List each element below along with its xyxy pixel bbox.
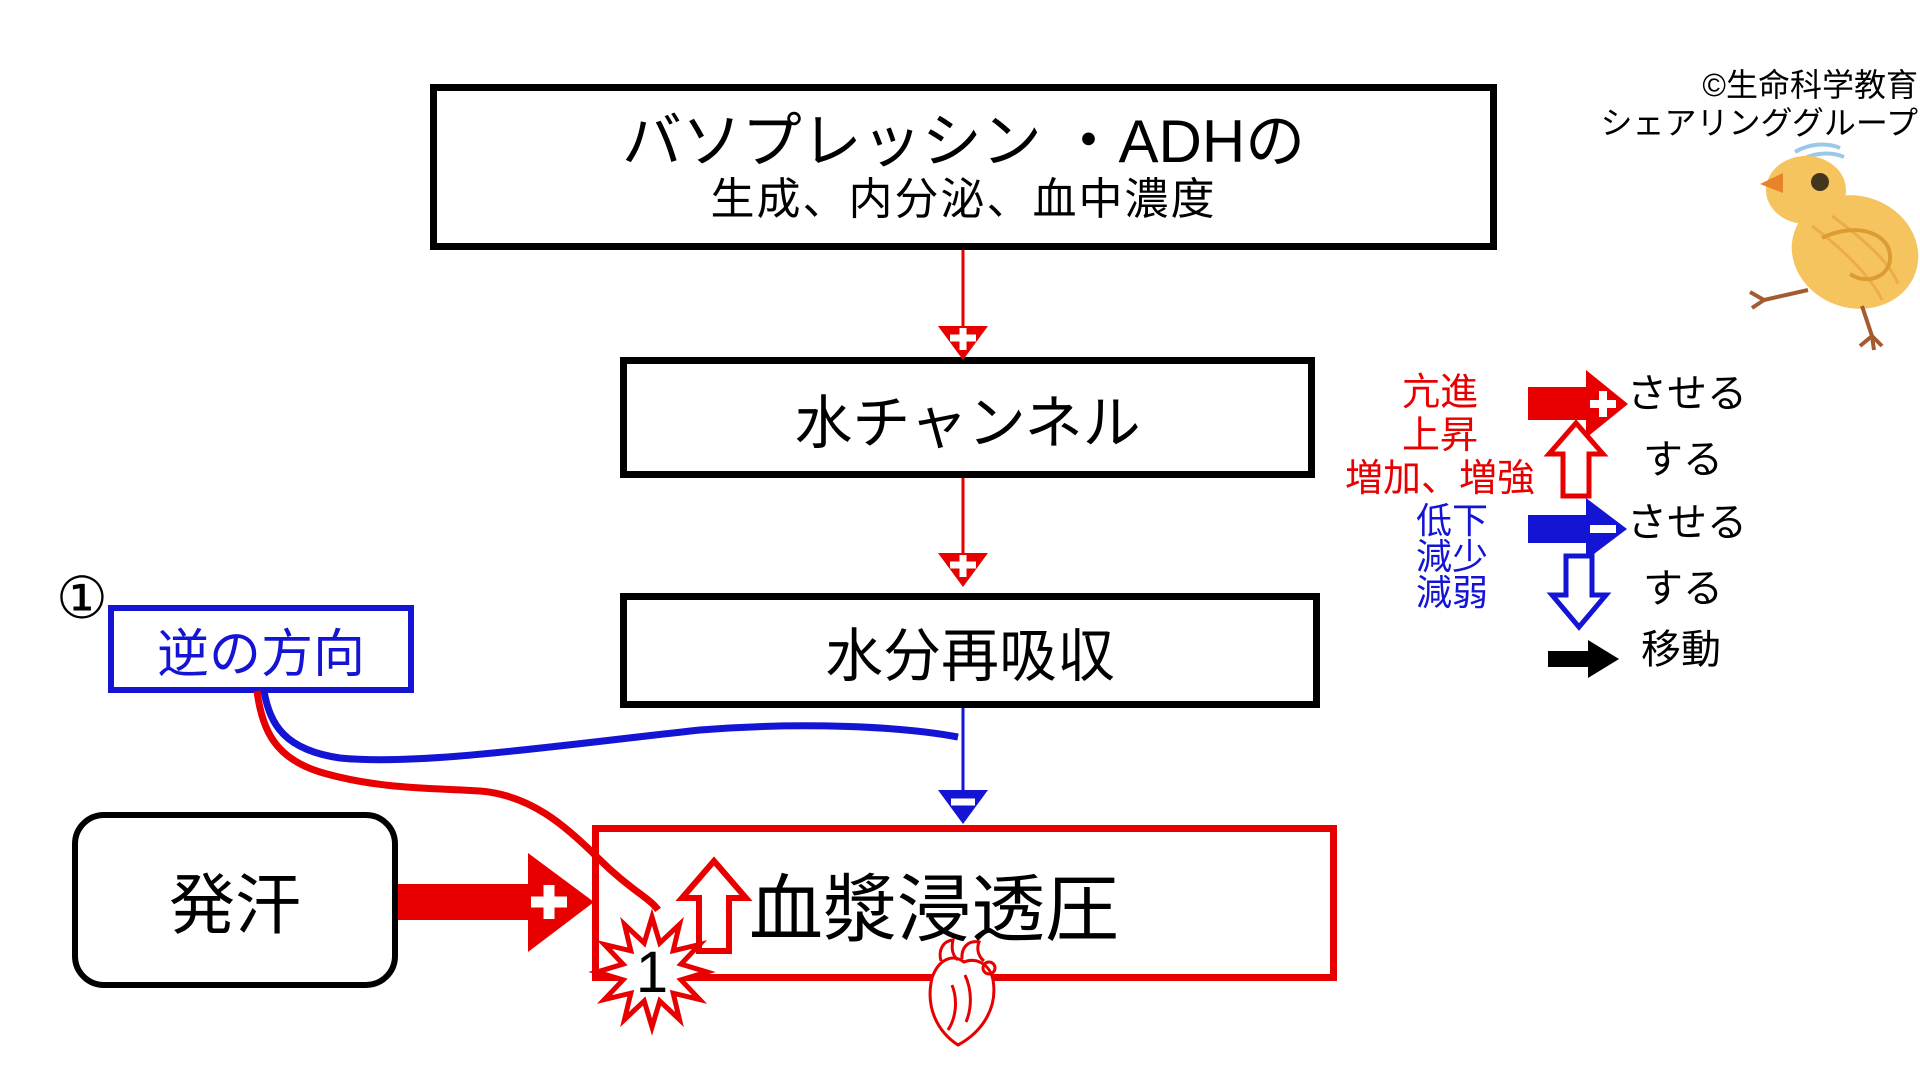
inhibit-arrow [938,708,988,824]
legend-decrease-line1: 低下 [1415,500,1488,541]
stimulate-arrow-1 [938,250,988,360]
water-channel-label: 水チャンネル [794,390,1141,456]
legend-increase-line2: 上昇 [1401,415,1478,457]
plasma-osmotic-pressure-label: 血漿浸透圧 [749,867,1119,951]
legend-saseru-red-label: させる [1627,372,1747,416]
credit-text: ©生命科学教育 シェアリンググループ [1540,66,1918,142]
legend-suru-red-label: する [1643,438,1723,482]
legend-saseru-blue-label: させる [1627,501,1747,545]
circled-one-marker: ① [56,566,108,631]
box-vasopressin-title: バソプレッシン ・ADHの [621,108,1306,175]
plus-icon [1590,391,1616,417]
credit-line2: シェアリンググループ [1600,105,1918,141]
sweating-stimulate-arrow [398,853,594,952]
box-reverse-direction: 逆の方向 [108,605,414,693]
legend-decrease-line3: 減弱 [1415,572,1488,613]
chick-icon [1749,142,1919,351]
legend-increase-line3: 増加、増強 [1344,458,1535,500]
credit-line1: ©生命科学教育 [1702,67,1918,103]
legend-decrease-words: 低下 減少 減弱 [1302,503,1602,611]
legend-decrease-line2: 減少 [1415,536,1488,577]
water-reabsorption-label: 水分再吸収 [824,623,1115,689]
plus-icon [950,328,976,350]
box-sweating: 発汗 [72,812,398,988]
box-vasopressin-subtitle: 生成、内分泌、血中濃度 [710,175,1217,224]
plus-icon [531,885,567,919]
reverse-direction-label: 逆の方向 [156,625,365,684]
sweating-label: 発汗 [169,868,301,942]
plus-icon [950,555,976,577]
legend-move-label: 移動 [1641,628,1721,672]
legend-suru-blue-label: する [1643,567,1723,611]
box-water-reabsorption: 水分再吸収 [620,593,1320,708]
stimulate-arrow-2 [938,478,988,587]
legend-increase-words: 亢進 上昇 増加、増強 [1290,372,1590,501]
legend-increase-line1: 亢進 [1401,372,1478,414]
box-plasma-osmotic-pressure: 血漿浸透圧 [592,825,1337,981]
box-vasopressin-adh: バソプレッシン ・ADHの 生成、内分泌、血中濃度 [430,84,1497,250]
box-water-channel: 水チャンネル [620,357,1315,478]
legend-move-arrow-icon [1548,640,1619,678]
